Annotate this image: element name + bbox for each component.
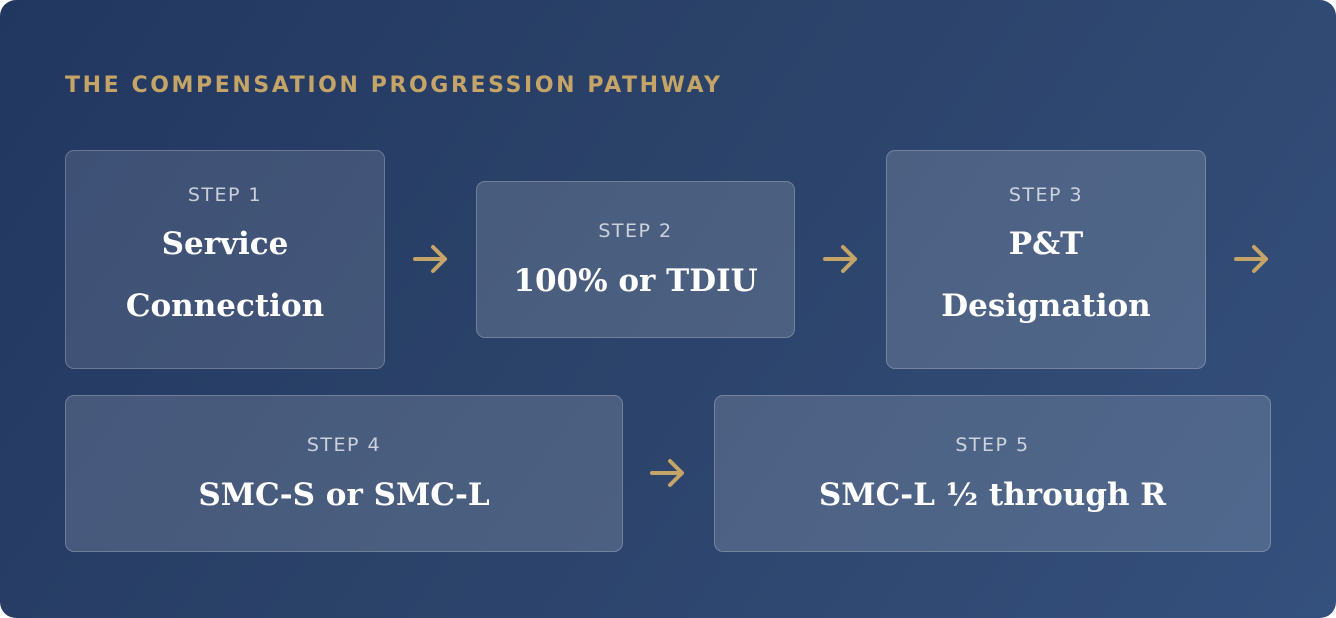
step-3-label: STEP 3 <box>1008 183 1084 206</box>
step-1-title: Service Connection <box>126 213 324 337</box>
step-1-label: STEP 1 <box>187 183 263 206</box>
arrow-right-icon <box>1233 241 1273 277</box>
arrow-right-icon <box>649 455 689 491</box>
step-4-card: STEP 4 SMC-S or SMC-L <box>65 395 623 552</box>
arrow-right-icon <box>822 241 862 277</box>
step-1-title-line1: Service <box>161 225 289 262</box>
step-2-title: 100% or TDIU <box>513 262 758 299</box>
step-3-card: STEP 3 P&T Designation <box>886 150 1206 369</box>
step-3-title-line2: Designation <box>941 287 1151 324</box>
step-4-label: STEP 4 <box>306 433 382 456</box>
arrow-4-graphic <box>650 459 684 487</box>
step-3-title: P&T Designation <box>941 213 1150 337</box>
step-2-card: STEP 2 100% or TDIU <box>476 181 795 338</box>
step-2-label: STEP 2 <box>598 219 673 242</box>
step-5-label: STEP 5 <box>955 433 1030 456</box>
arrow-2-graphic <box>823 245 857 273</box>
pathway-heading: THE COMPENSATION PROGRESSION PATHWAY <box>65 73 723 98</box>
arrow-1-graphic <box>413 245 447 273</box>
step-5-card: STEP 5 SMC-L ½ through R <box>714 395 1271 552</box>
step-3-title-line1: P&T <box>1008 225 1084 262</box>
step-1-title-line2: Connection <box>125 287 325 324</box>
arrow-right-icon <box>412 241 452 277</box>
step-5-title: SMC-L ½ through R <box>818 476 1167 513</box>
step-4-title: SMC-S or SMC-L <box>198 476 490 513</box>
step-1-card: STEP 1 Service Connection <box>65 150 385 369</box>
arrow-3-graphic <box>1234 245 1268 273</box>
